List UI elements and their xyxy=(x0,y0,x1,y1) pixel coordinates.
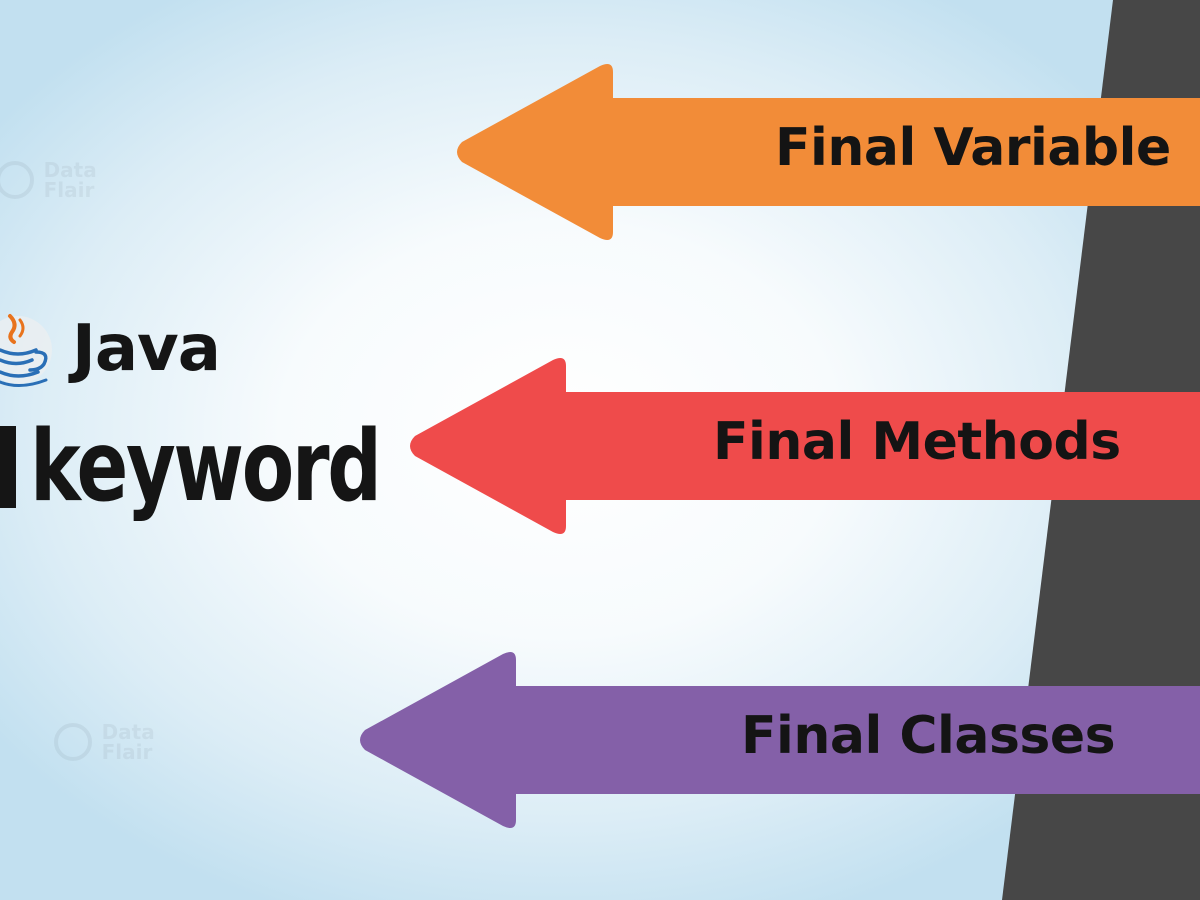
watermark-text-top: Data xyxy=(101,720,155,744)
dataflair-logo-icon xyxy=(54,723,92,761)
java-coffee-cup-icon xyxy=(0,314,52,387)
arrow-label-final-methods: Final Methods xyxy=(713,412,1121,472)
arrow-final-variable xyxy=(457,64,1200,240)
watermark-text-bottom: Flair xyxy=(43,178,95,202)
arrow-final-classes xyxy=(360,652,1200,828)
watermark-bottom-left: Data Flair xyxy=(54,722,155,762)
cut-off-letter xyxy=(0,426,16,508)
heading-java: Java xyxy=(72,312,221,386)
arrow-label-final-variable: Final Variable xyxy=(775,118,1171,178)
watermark-top-left: Data Flair xyxy=(0,160,97,200)
watermark-text-top: Data xyxy=(43,158,97,182)
arrow-label-final-classes: Final Classes xyxy=(741,706,1116,766)
arrow-final-methods xyxy=(410,358,1200,534)
watermark-text-bottom: Flair xyxy=(101,740,153,764)
dataflair-logo-icon xyxy=(0,161,34,199)
heading-keyword: keyword xyxy=(30,410,382,524)
